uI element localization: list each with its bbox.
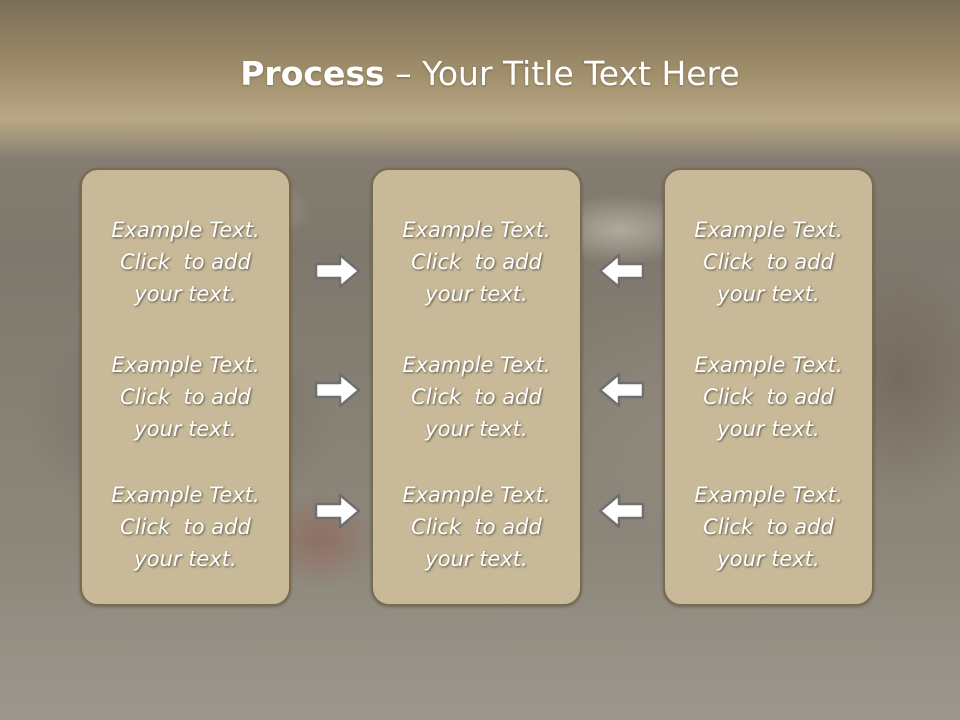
text-line: Example Text.	[694, 353, 843, 377]
arrow-right-icon[interactable]	[314, 492, 362, 530]
text-placeholder[interactable]: Example Text. Click to add your text.	[373, 479, 580, 575]
text-line: Example Text.	[694, 483, 843, 507]
text-line: your text.	[717, 547, 820, 571]
text-line: your text.	[425, 282, 528, 306]
text-line: your text.	[134, 282, 237, 306]
text-line: Example Text.	[402, 483, 551, 507]
arrow-left-icon[interactable]	[597, 492, 645, 530]
text-placeholder[interactable]: Example Text. Click to add your text.	[82, 479, 289, 575]
text-line: Click to add	[703, 385, 834, 409]
text-line: Example Text.	[111, 353, 260, 377]
text-placeholder[interactable]: Example Text. Click to add your text.	[665, 214, 872, 310]
text-placeholder[interactable]: Example Text. Click to add your text.	[665, 479, 872, 575]
right-process-box[interactable]: Example Text. Click to add your text. Ex…	[663, 168, 874, 606]
text-line: Example Text.	[694, 218, 843, 242]
text-line: your text.	[425, 547, 528, 571]
text-placeholder[interactable]: Example Text. Click to add your text.	[82, 214, 289, 310]
text-line: Click to add	[703, 250, 834, 274]
text-line: your text.	[425, 417, 528, 441]
text-line: Example Text.	[111, 483, 260, 507]
text-line: your text.	[134, 417, 237, 441]
left-process-box[interactable]: Example Text. Click to add your text. Ex…	[80, 168, 291, 606]
text-line: your text.	[717, 417, 820, 441]
text-line: Click to add	[120, 515, 251, 539]
center-process-box[interactable]: Example Text. Click to add your text. Ex…	[371, 168, 582, 606]
text-line: Example Text.	[402, 353, 551, 377]
title-bold: Process	[240, 54, 385, 93]
text-placeholder[interactable]: Example Text. Click to add your text.	[665, 349, 872, 445]
text-line: Click to add	[411, 385, 542, 409]
arrow-right-icon[interactable]	[314, 371, 362, 409]
text-placeholder[interactable]: Example Text. Click to add your text.	[373, 349, 580, 445]
text-line: Click to add	[120, 250, 251, 274]
text-line: Click to add	[411, 250, 542, 274]
text-line: your text.	[717, 282, 820, 306]
arrow-left-icon[interactable]	[597, 252, 645, 290]
arrow-left-icon[interactable]	[597, 371, 645, 409]
text-line: Example Text.	[402, 218, 551, 242]
text-line: Click to add	[120, 385, 251, 409]
text-line: Click to add	[411, 515, 542, 539]
text-line: your text.	[134, 547, 237, 571]
arrow-right-icon[interactable]	[314, 252, 362, 290]
text-placeholder[interactable]: Example Text. Click to add your text.	[82, 349, 289, 445]
title-rest: – Your Title Text Here	[384, 54, 740, 93]
text-placeholder[interactable]: Example Text. Click to add your text.	[373, 214, 580, 310]
text-line: Example Text.	[111, 218, 260, 242]
text-line: Click to add	[703, 515, 834, 539]
slide-title[interactable]: Process – Your Title Text Here	[0, 52, 960, 96]
title-band	[0, 0, 960, 160]
